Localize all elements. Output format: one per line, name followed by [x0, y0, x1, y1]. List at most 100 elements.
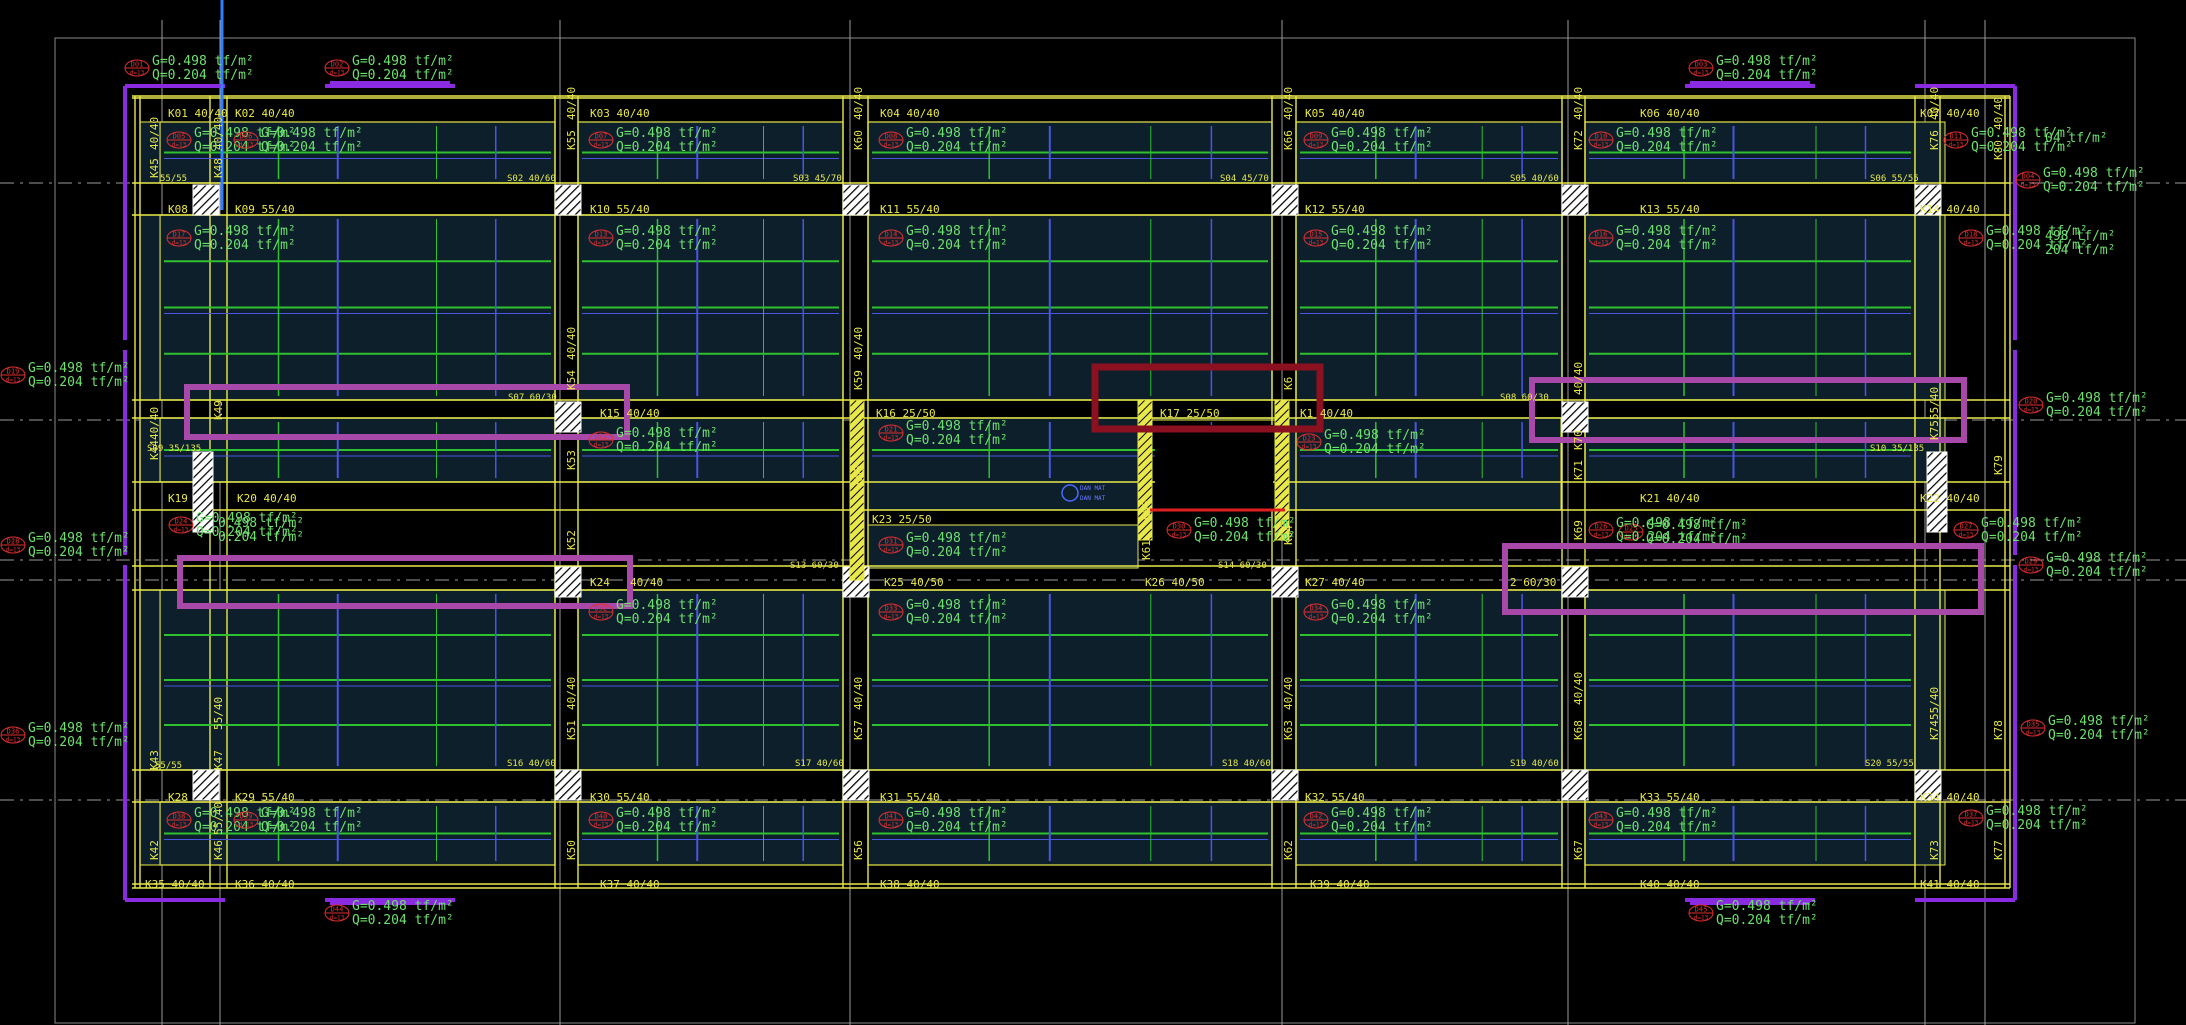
beam-label: K21 40/40	[1640, 492, 1700, 505]
column	[554, 401, 582, 433]
beam-label: K40 40/40	[1640, 878, 1700, 891]
load-live: Q=0.204 tf/m²	[1331, 820, 1433, 835]
vertical-beam-label: K60	[852, 130, 865, 150]
slab-thickness: d=13	[1949, 142, 1964, 149]
column	[1914, 769, 1942, 801]
load-live: Q=0.204 tf/m²	[906, 238, 1008, 253]
slab-thickness: d=13	[1594, 142, 1609, 149]
vertical-beam-label: K46	[212, 840, 225, 860]
slab-thickness: d=13	[1309, 614, 1324, 621]
load-dead: G=0.498 tf/m²	[616, 224, 718, 239]
beam-label: K16 25/50	[876, 407, 936, 420]
load-live: Q=0.204 tf/m²	[2043, 180, 2145, 195]
highlight-box-red	[1091, 363, 1324, 433]
slab-thickness: d=13	[172, 142, 187, 149]
vertical-size-label: 40/40	[565, 87, 578, 120]
load-live: Q=0.204 tf/m²	[1331, 140, 1433, 155]
load-live: Q=0.204 tf/m²	[261, 140, 363, 155]
load-dead: G=0.498 tf/m²	[1986, 224, 2088, 239]
load-dead: G=0.498 tf/m²	[906, 224, 1008, 239]
slab-id: D20	[2025, 398, 2038, 406]
load-dead: G=0.498 tf/m²	[616, 126, 718, 141]
vertical-size-label: 40/40	[1572, 672, 1585, 705]
vertical-beam-label: K61	[1140, 540, 1153, 560]
column-label: S07 60/30	[508, 393, 557, 403]
slab-thickness: d=13	[2024, 407, 2039, 414]
load-live: Q=0.204 tf/m²	[906, 820, 1008, 835]
load-live: Q=0.204 tf/m²	[261, 820, 363, 835]
load-live: Q=0.204 tf/m²	[1986, 238, 2088, 253]
slab-id: D21	[885, 426, 898, 434]
slab-id: D03	[1695, 61, 1708, 69]
vertical-size-label: 40/40	[148, 407, 161, 440]
slab-id: D44	[331, 906, 344, 914]
column	[554, 184, 582, 216]
vertical-beam-label: K79	[1992, 455, 2005, 475]
vertical-beam-label: K73	[1928, 840, 1941, 860]
column-label: S19 40/60	[1510, 759, 1559, 769]
load-live: Q=0.204 tf/m²	[28, 735, 130, 750]
beam-label: K30 55/40	[590, 791, 650, 804]
vertical-beam-label: K76	[1928, 130, 1941, 150]
column-label: S06 55/55	[1870, 174, 1919, 184]
slab-thickness: d=13	[1694, 70, 1709, 77]
vertical-size-label: 40/40	[212, 117, 225, 150]
load-dead: G=0.498 tf/m²	[261, 806, 363, 821]
load-dead: G=0.498 tf/m²	[352, 899, 454, 914]
slab-id: D33	[885, 605, 898, 613]
load-dead: G=0.498 tf/m²	[194, 126, 296, 141]
slab-id: D39	[240, 813, 253, 821]
load-live: Q=0.204 tf/m²	[1324, 442, 1426, 457]
slab-id: D11	[1950, 133, 1963, 141]
load-dead: G=0.498 tf/m²	[152, 54, 254, 69]
load-dead: G=0.498 tf/m²	[2046, 391, 2148, 406]
load-live: Q=0.204 tf/m²	[1331, 612, 1433, 627]
load-dead: G=0.498 tf/m²	[906, 126, 1008, 141]
vertical-beam-label: K43	[148, 750, 161, 770]
column	[554, 769, 582, 801]
slab-thickness: d=13	[2024, 567, 2039, 574]
column	[1561, 566, 1589, 598]
load-dead: G=0.498 tf/m²	[906, 531, 1008, 546]
beam-label: K09 55/40	[235, 203, 295, 216]
column-label: S14 60/30	[1218, 561, 1267, 571]
vertical-beam-label: K67	[1572, 840, 1585, 860]
slab-id: D35	[2027, 721, 2040, 729]
beam-label: K41 40/40	[1920, 878, 1980, 891]
slab-thickness: d=13	[1309, 240, 1324, 247]
vertical-size-label: 40/40	[1282, 87, 1295, 120]
highlight-box-magenta	[184, 384, 630, 440]
slab-thickness: d=13	[1964, 240, 1979, 247]
load-dead: G=0.498 tf/m²	[1331, 598, 1433, 613]
slab-thickness: d=13	[594, 240, 609, 247]
beam-label: K19	[168, 492, 188, 505]
vertical-beam-label: K63	[1282, 720, 1295, 740]
vertical-beam-label: K45	[148, 158, 161, 178]
load-dead: G=0.498 tf/m²	[906, 598, 1008, 613]
vertical-beam-label: K71	[1572, 460, 1585, 480]
column-label: S08 60/30	[1500, 393, 1549, 403]
load-dead: G=0.498 tf/m²	[28, 531, 130, 546]
load-dead: G=0.498 tf/m²	[1331, 224, 1433, 239]
vertical-size-label: 55/40	[1928, 387, 1941, 420]
load-partial: 0.204 tf/m²	[218, 530, 304, 545]
selection-marker-icon	[1061, 484, 1079, 502]
vertical-beam-label: K44	[148, 440, 161, 460]
vertical-beam-label: K78	[1992, 720, 2005, 740]
slab-id: D27	[1960, 523, 1973, 531]
load-live: Q=0.204 tf/m²	[1986, 818, 2088, 833]
slab-thickness: d=13	[884, 435, 899, 442]
beam-label: K14 40/40	[1920, 203, 1980, 216]
beam-label: K35 40/40	[145, 878, 205, 891]
vertical-beam-label: K53	[565, 450, 578, 470]
load-dead: G=0.498 tf/m²	[2046, 551, 2148, 566]
slab-id: D32	[595, 605, 608, 613]
column-label: S13 60/30	[790, 561, 839, 571]
column-label: S10 35/135	[1870, 444, 1924, 454]
column-label: S18 40/60	[1222, 759, 1271, 769]
slab-edge-panel	[139, 214, 161, 401]
vertical-beam-label: K55	[565, 130, 578, 150]
vertical-beam-label: K42	[148, 840, 161, 860]
column	[192, 769, 220, 801]
